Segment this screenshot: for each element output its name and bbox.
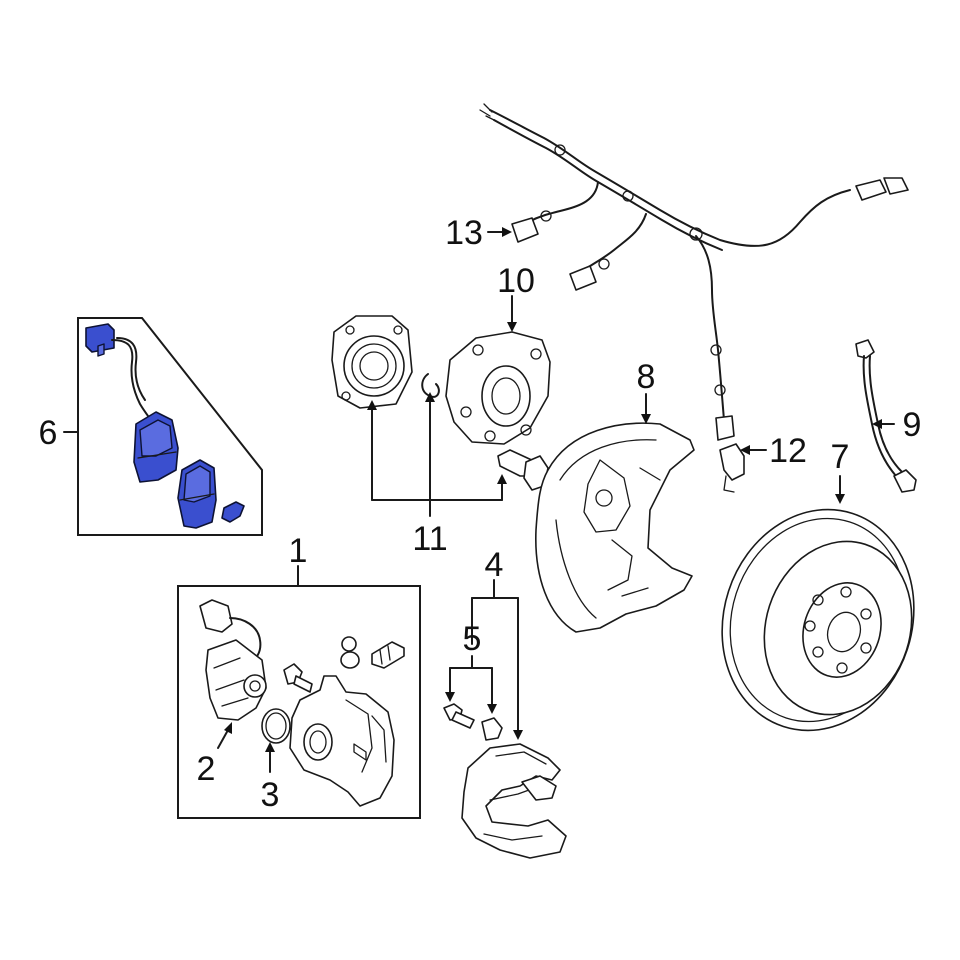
caliper-mount-bolt [283,663,313,693]
part-11-hub-bolt[interactable] [497,449,549,491]
callout-9: 9 [903,406,922,444]
callout-5: 5 [463,620,482,658]
caliper-housing [289,675,395,807]
part-6-brake-pad-kit[interactable] [77,317,263,536]
part-6-frame [77,317,263,536]
part-3-o-ring[interactable] [261,708,291,744]
part-9-brake-hose[interactable] [855,339,917,493]
callout-3: 3 [261,776,280,814]
callout-7: 7 [831,438,850,476]
part-4-caliper-bracket[interactable] [461,743,567,859]
callout-8: 8 [637,358,656,396]
callout-2: 2 [197,750,216,788]
callout-13: 13 [445,214,483,252]
part-10-wheel-hub[interactable] [331,315,551,445]
bleeder-screw [340,636,405,669]
callout-4: 4 [485,546,504,584]
part-8-splash-shield[interactable] [535,422,695,633]
part-1-caliper-assembly[interactable] [177,585,421,819]
part-7-brake-rotor[interactable] [694,484,942,755]
part-5-bracket-bolts[interactable] [443,703,503,741]
callout-10: 10 [497,262,535,300]
part-13-wiring-harness[interactable] [479,103,909,441]
part-12-abs-sensor[interactable] [719,443,745,493]
callout-labels: 1 2 3 4 5 6 7 8 9 10 11 12 13 [39,214,922,814]
leader-lines [63,227,895,773]
callout-6: 6 [39,414,58,452]
callout-11: 11 [412,520,447,558]
callout-1: 1 [289,532,308,570]
callout-12: 12 [769,432,807,470]
part-2-caliper-motor[interactable] [199,599,267,721]
